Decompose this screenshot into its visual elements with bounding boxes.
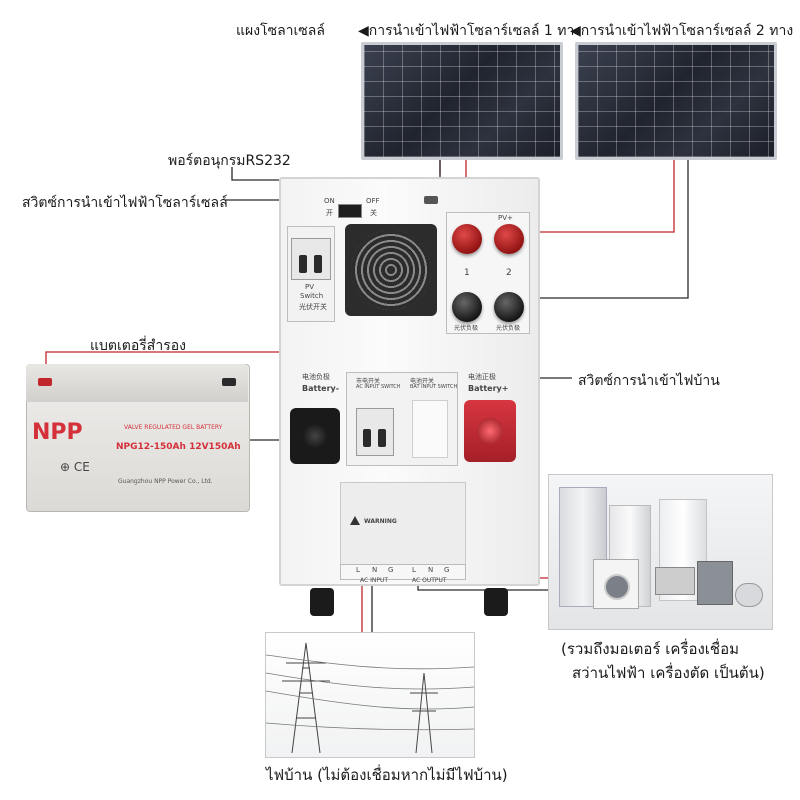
ac-breaker-toggle-1 — [363, 429, 371, 447]
vacuum-icon — [735, 583, 763, 607]
battery-positive-label-cn: 电池正极 — [468, 373, 496, 381]
microwave-icon — [655, 567, 695, 595]
term-g-input: G — [388, 566, 394, 574]
pv1-negative-label: 光伏负极 — [454, 325, 479, 332]
power-lines-photo — [265, 632, 475, 758]
grid-power-label: ไฟบ้าน (ไม่ต้องเชื่อมหากไม่มีไฟบ้าน) — [266, 766, 508, 784]
rs232-port[interactable] — [424, 196, 438, 204]
warning-icon — [350, 516, 360, 525]
ac-breaker-toggle-2 — [378, 429, 386, 447]
battery-type-line: VALVE REGULATED GEL BATTERY — [124, 424, 223, 431]
grid-input-switch-label: สวิตซ์การนำเข้าไฟบ้าน — [578, 373, 720, 389]
pv-switch-toggle-1 — [299, 255, 307, 273]
battery-negative-bolt-icon — [303, 424, 327, 448]
appliances-note-line1: (รวมถึงมอเตอร์ เครื่องเชื่อม — [561, 640, 739, 658]
bat-input-switch-label: BAT INPUT SWITCH — [410, 384, 458, 390]
battery-positive-label: Battery+ — [468, 384, 509, 393]
solar-input-1-label: ◀การนำเข้าไฟฟ้าโซลาร์เซลล์ 1 ทาง — [358, 23, 582, 39]
battery-lid — [26, 364, 248, 402]
oven-icon — [697, 561, 733, 605]
pv2-negative-label: 光伏负极 — [496, 325, 521, 332]
pv1-negative-terminal[interactable] — [452, 292, 482, 322]
ac-input-switch-label-cn: 市电开关 — [356, 378, 381, 385]
ac-output-label: AC OUTPUT — [412, 577, 447, 584]
battery-negative-terminal[interactable] — [290, 408, 340, 464]
battery-model: NPG12-150Ah 12V150Ah — [116, 442, 241, 452]
pv2-positive-terminal[interactable] — [494, 224, 524, 254]
battery-positive-post — [38, 378, 52, 386]
off-label-cn: 关 — [370, 209, 377, 217]
rs232-port-label: พอร์ตอนุกรมRS232 — [168, 153, 291, 169]
battery-negative-label: Battery- — [302, 384, 340, 393]
warning-label: WARNING — [364, 518, 397, 525]
pv2-negative-terminal[interactable] — [494, 292, 524, 322]
panel2-positive-wire — [516, 160, 675, 233]
ac-terminal-strip — [340, 564, 466, 580]
transmission-tower-icon — [266, 642, 474, 754]
pv-switch-label: สวิตซ์การนำเข้าไฟฟ้าโซลาร์เซลล์ — [22, 195, 228, 211]
appliances-photo — [548, 474, 773, 630]
term-l-output: L — [412, 566, 416, 574]
ul-ce-marks-icon: ⊕ CE — [60, 460, 90, 474]
solar-panel-2 — [575, 42, 777, 160]
pv-switch-breaker[interactable] — [291, 238, 331, 280]
washing-machine-icon — [593, 559, 639, 609]
off-label: OFF — [366, 197, 380, 205]
ac-input-switch-label: AC INPUT SWITCH — [356, 384, 401, 390]
power-rocker-switch[interactable] — [338, 204, 362, 218]
solar-panels-label: แผงโซลาเซลล์ — [236, 23, 325, 39]
battery-negative-label-cn: 电池负极 — [302, 373, 330, 381]
ac-input-breaker[interactable] — [356, 408, 394, 456]
term-n-output: N — [428, 566, 434, 574]
bat-input-switch-label-cn: 电池开关 — [410, 378, 435, 385]
pv-switch-text-en2: Switch — [300, 292, 324, 300]
battery-positive-terminal[interactable] — [464, 400, 516, 462]
term-n-input: N — [372, 566, 378, 574]
pv-switch-text-cn: 光伏开关 — [299, 303, 327, 311]
battery-maker: Guangzhou NPP Power Co., Ltd. — [118, 478, 213, 485]
ac-input-label: AC INPUT — [360, 577, 389, 584]
battery-positive-bolt-icon — [477, 418, 503, 444]
pv-input-1-number: 1 — [464, 268, 470, 278]
solar-input-2-label: ◀การนำเข้าไฟฟ้าโซลาร์เซลล์ 2 ทาง — [570, 23, 794, 39]
on-label-cn: 开 — [326, 209, 333, 217]
term-g-output: G — [444, 566, 450, 574]
term-l-input: L — [356, 566, 360, 574]
on-label: ON — [324, 197, 335, 205]
ac-terminal-cover — [340, 482, 466, 568]
pv-input-2-number: 2 — [506, 268, 512, 278]
solar-panel-1 — [361, 42, 563, 160]
pv-switch-toggle-2 — [314, 255, 322, 273]
fan-grille-icon — [351, 230, 431, 310]
bat-input-switch-slot[interactable] — [412, 400, 448, 458]
pv1-positive-terminal[interactable] — [452, 224, 482, 254]
caster-wheel-left — [310, 588, 334, 616]
battery-brand: NPP — [32, 420, 83, 445]
backup-battery-label: แบตเตอรี่สำรอง — [90, 338, 186, 354]
panel2-negative-wire — [520, 160, 689, 299]
caster-wheel-right — [484, 588, 508, 616]
battery-negative-post — [222, 378, 236, 386]
appliances-note-line2: สว่านไฟฟ้า เครื่องตัด เป็นต้น) — [572, 664, 765, 682]
cooling-fan — [345, 224, 437, 316]
pv-plus-label: PV+ — [498, 214, 513, 222]
pv-switch-text-en: PV — [305, 283, 315, 291]
